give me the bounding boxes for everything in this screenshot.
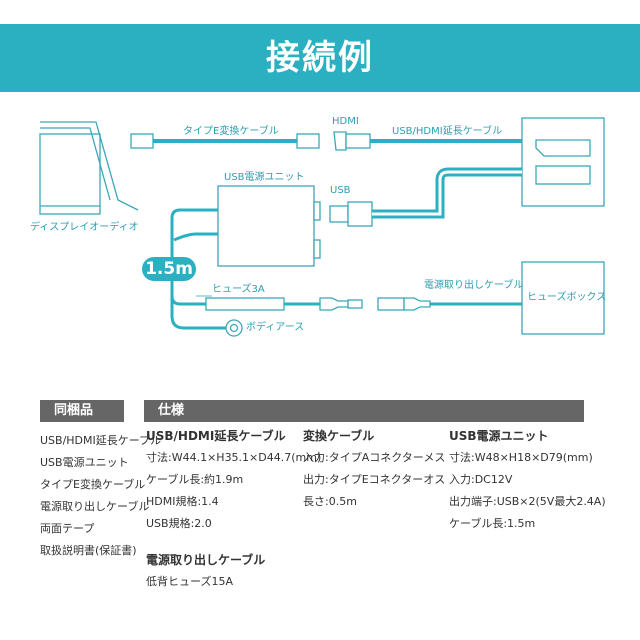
spec-row: 出力:タイプEコネクターオス <box>303 473 446 486</box>
length-badge-label: 1.5m <box>145 259 193 279</box>
spec-row: HDMI規格:1.4 <box>146 495 219 508</box>
title-banner <box>0 24 640 92</box>
body-earth-terminal <box>225 319 243 337</box>
spec-row: ケーブル長:約1.9m <box>146 473 244 486</box>
list-item: 電源取り出しケーブル <box>40 500 150 513</box>
spec-row: 入力:タイプAコネクターメス <box>303 451 446 464</box>
length-badge <box>142 257 196 281</box>
hdmi-usb-extension-box <box>521 117 605 207</box>
spec-row: 出力端子:USB×2(5V最大2.4A) <box>449 495 606 508</box>
type-e-cable <box>130 133 320 149</box>
spec-row: 寸法:W48×H18×D79(mm) <box>449 451 593 464</box>
contents-heading: 同梱品 <box>40 400 124 422</box>
list-item: 両面テープ <box>40 522 95 535</box>
list-item: 取扱説明書(保証書) <box>40 544 137 557</box>
fuse-box <box>521 261 605 335</box>
hdmi-cable <box>333 131 522 151</box>
label-body-earth: ボディアース <box>246 322 305 333</box>
spec-row: USB規格:2.0 <box>146 517 212 530</box>
label-hdmi: HDMI <box>332 116 359 127</box>
spec-row: 寸法:W44.1×H35.1×D44.7(mm) <box>146 451 322 464</box>
fuse-and-power-cable <box>205 297 522 311</box>
contents-list: USB/HDMI延長ケーブル USB電源ユニット タイプE変換ケーブル 電源取り… <box>40 430 161 562</box>
label-usb-hdmi-cable: USB/HDMI延長ケーブル <box>392 126 503 137</box>
spec-usb-hdmi-cable: USB/HDMI延長ケーブル 寸法:W44.1×H35.1×D44.7(mm) … <box>146 425 321 535</box>
label-power-cable: 電源取り出しケーブル <box>424 280 524 291</box>
spec-title: 電源取り出しケーブル <box>146 553 266 567</box>
usb-power-unit <box>217 185 321 267</box>
page-title: 接続例 <box>266 38 374 78</box>
label-type-e-cable: タイプE変換ケーブル <box>183 126 279 137</box>
usb-cable <box>329 167 522 227</box>
spec-row: 入力:DC12V <box>449 473 513 486</box>
spec-title: 変換ケーブル <box>303 429 375 443</box>
list-item: USB/HDMI延長ケーブル <box>40 434 162 447</box>
label-usb-power-unit: USB電源ユニット <box>224 172 305 183</box>
spec-title: USB電源ユニット <box>449 429 549 443</box>
spec-title: USB/HDMI延長ケーブル <box>146 429 286 443</box>
label-display-audio: ディスプレイオーディオ <box>30 222 139 233</box>
label-usb: USB <box>330 185 351 196</box>
spec-power-cable: 電源取り出しケーブル 低背ヒューズ15A <box>146 549 265 593</box>
specs-heading: 仕様 <box>144 400 584 422</box>
label-fuse-box: ヒューズボックス <box>527 292 607 303</box>
list-item: タイプE変換ケーブル <box>40 478 146 491</box>
label-fuse: ヒューズ3A <box>212 284 265 295</box>
spec-row: 低背ヒューズ15A <box>146 575 233 588</box>
list-item: USB電源ユニット <box>40 456 129 469</box>
display-audio-device <box>39 121 139 215</box>
spec-conversion-cable: 変換ケーブル 入力:タイプAコネクターメス 出力:タイプEコネクターオス 長さ:… <box>303 425 445 513</box>
spec-usb-power-unit: USB電源ユニット 寸法:W48×H18×D79(mm) 入力:DC12V 出力… <box>449 425 606 535</box>
spec-row: ケーブル長:1.5m <box>449 517 536 530</box>
spec-row: 長さ:0.5m <box>303 495 357 508</box>
